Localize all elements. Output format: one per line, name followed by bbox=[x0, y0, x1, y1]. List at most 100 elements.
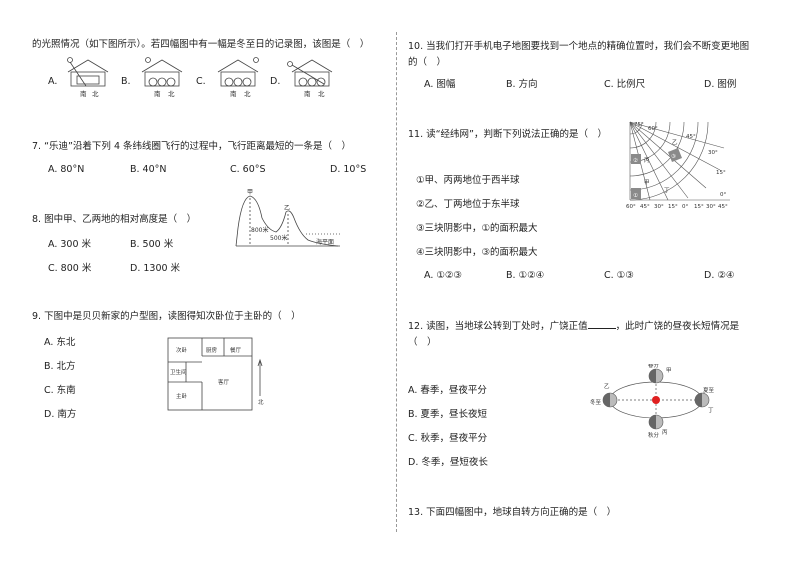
q12-label-dongzhi: 冬至 bbox=[590, 398, 602, 406]
q11-label-bing: 丙 bbox=[644, 157, 650, 164]
q11-mark-region-1: ① bbox=[633, 193, 638, 199]
q11-graticule-figure: 75° 60° 45° 30° 15° 0° 60° 45° 30° 15° 0… bbox=[626, 121, 730, 210]
q11-statement-4: ④三块阴影中，③的面积最大 bbox=[416, 247, 538, 258]
q10-option-b[interactable]: B. 方向 bbox=[506, 79, 538, 90]
q12-option-d[interactable]: D. 冬季，昼短夜长 bbox=[408, 457, 488, 468]
q11-lon-label-4: 15° bbox=[668, 204, 678, 210]
q6-house-b bbox=[141, 57, 183, 87]
q11-lon-label-6: 15° bbox=[694, 204, 704, 210]
q10-option-a[interactable]: A. 图幅 bbox=[424, 79, 456, 90]
q8-label-sea: 海平面 bbox=[316, 238, 334, 246]
q8-terrain-profile bbox=[235, 195, 339, 247]
q12-question-line1: 12. 读图，当地球公转到丁处时，广饶正值 ，此时广饶的昼夜长短情况是 bbox=[408, 318, 739, 332]
q11-lat-label-30: 30° bbox=[708, 150, 718, 156]
q11-label-jia: 甲 bbox=[644, 179, 650, 186]
q8-option-d[interactable]: D. 1300 米 bbox=[130, 263, 181, 274]
q6-label-south-a: 南 bbox=[80, 89, 87, 98]
q6-label-north-b: 北 bbox=[168, 90, 175, 98]
q11-lat-label-0: 0° bbox=[720, 192, 726, 198]
q12-label-bing: 丙 bbox=[662, 429, 668, 436]
q11-label-ding: 丁 bbox=[664, 187, 670, 194]
q6-intro: 的光照情况（如下图所示）。若四幅图中有一幅是冬至日的记录图，该图是（ ） bbox=[32, 39, 370, 50]
q12-label-xiazhi: 夏至 bbox=[703, 387, 715, 394]
q9-option-c[interactable]: C. 东南 bbox=[44, 385, 76, 396]
q13-question: 13. 下面四幅图中，地球自转方向正确的是（ ） bbox=[408, 507, 617, 518]
q10-option-d[interactable]: D. 图例 bbox=[704, 79, 737, 90]
column-divider bbox=[396, 32, 397, 532]
q6-house-figures: 南 北 南 北 南 北 南 北 bbox=[67, 57, 333, 98]
q11-lon-label-5: 0° bbox=[682, 204, 688, 210]
q9-option-d[interactable]: D. 南方 bbox=[44, 409, 77, 420]
q11-option-d[interactable]: D. ②④ bbox=[704, 270, 735, 281]
q11-shade-region-2 bbox=[631, 154, 641, 164]
q11-question: 11. 读“经纬网”，判断下列说法正确的是（ ） bbox=[408, 129, 607, 140]
q12-sun bbox=[652, 396, 660, 404]
q6-option-b-label[interactable]: B. bbox=[121, 76, 131, 87]
q10-question-line1: 10. 当我们打开手机电子地图要找到一个地点的精确位置时，我们会不断变更地图 bbox=[408, 41, 750, 52]
q12-option-b[interactable]: B. 夏季，昼长夜短 bbox=[408, 409, 488, 420]
q11-lon-label-1: 60° bbox=[626, 204, 636, 210]
q6-label-north-a: 北 bbox=[92, 90, 99, 98]
q6-house-d bbox=[287, 59, 333, 87]
q8-option-a[interactable]: A. 300 米 bbox=[48, 239, 92, 250]
q6-option-c-label[interactable]: C. bbox=[196, 76, 206, 87]
q6-house-c bbox=[217, 57, 259, 87]
q6-label-south-d: 南 bbox=[304, 89, 311, 98]
q6-label-north-d: 北 bbox=[318, 90, 325, 98]
q7-option-d[interactable]: D. 10°S bbox=[330, 164, 367, 175]
q6-option-a-label[interactable]: A. bbox=[48, 76, 58, 87]
q11-lat-label-60: 60° bbox=[648, 126, 658, 132]
q7-option-a[interactable]: A. 80°N bbox=[48, 164, 85, 175]
q9-label-cibed: 次卧 bbox=[176, 346, 188, 354]
q12-question-line2: （ ） bbox=[408, 337, 437, 348]
q11-statement-1: ①甲、丙两地位于西半球 bbox=[416, 175, 520, 186]
q10-option-c[interactable]: C. 比例尺 bbox=[604, 79, 646, 90]
q9-option-b[interactable]: B. 北方 bbox=[44, 361, 76, 372]
q6-house-a bbox=[67, 57, 109, 87]
q8-option-b[interactable]: B. 500 米 bbox=[130, 239, 174, 250]
q11-shade-region-1 bbox=[631, 188, 641, 199]
q11-lon-label-8: 45° bbox=[718, 204, 728, 210]
q11-option-c[interactable]: C. ①③ bbox=[604, 270, 634, 281]
q12-label-chunfen: 春分 bbox=[648, 364, 660, 369]
q9-floorplan-figure: 次卧 厨房 餐厅 卫生间 客厅 主卧 北 bbox=[167, 337, 264, 411]
q11-option-b[interactable]: B. ①②④ bbox=[506, 270, 545, 281]
q12-orbit-figure: 乙 甲 丁 丙 冬至 春分 夏至 秋分 bbox=[590, 364, 715, 438]
q11-lat-label-15: 15° bbox=[716, 170, 726, 176]
q11-statement-3: ③三块阴影中，①的面积最大 bbox=[416, 223, 538, 234]
q6-option-d-label[interactable]: D. bbox=[270, 76, 281, 87]
q11-shade-region-3 bbox=[668, 148, 682, 162]
q12-line1-end: ，此时广饶的昼夜长短情况是 bbox=[615, 321, 740, 332]
q12-answer-blank[interactable] bbox=[587, 319, 616, 329]
q8-label-jia: 甲 bbox=[247, 189, 253, 196]
q12-option-a[interactable]: A. 春季，昼夜平分 bbox=[408, 385, 487, 396]
q9-option-a[interactable]: A. 东北 bbox=[44, 337, 76, 348]
q8-elevation-figure: 甲 乙 800米 500米 海平面 bbox=[235, 189, 340, 247]
q8-label-800: 800米 bbox=[251, 226, 268, 234]
q7-option-c[interactable]: C. 60°S bbox=[230, 164, 266, 175]
q8-label-yi: 乙 bbox=[284, 205, 290, 212]
q9-label-kitchen: 厨房 bbox=[206, 346, 218, 354]
q11-lon-label-3: 30° bbox=[654, 204, 664, 210]
q8-question: 8. 图中甲、乙两地的相对高度是（ ） bbox=[32, 214, 197, 225]
q12-line1-start: 12. 读图，当地球公转到丁处时，广饶正值 bbox=[408, 321, 588, 332]
q11-mark-region-3: ③ bbox=[671, 154, 676, 160]
q11-statement-2: ②乙、丁两地位于东半球 bbox=[416, 199, 520, 210]
q12-label-ding: 丁 bbox=[708, 407, 714, 414]
q9-label-dining: 餐厅 bbox=[230, 346, 242, 354]
q6-label-south-c: 南 bbox=[230, 89, 237, 98]
q11-lat-label-75: 75° bbox=[634, 122, 644, 128]
q12-label-qiufen: 秋分 bbox=[648, 431, 660, 438]
q12-option-c[interactable]: C. 秋季，昼夜平分 bbox=[408, 433, 488, 444]
q9-label-north: 北 bbox=[258, 398, 264, 406]
q11-label-yi: 乙 bbox=[672, 139, 678, 146]
q12-label-jia: 甲 bbox=[666, 367, 672, 374]
q11-lon-label-7: 30° bbox=[706, 204, 716, 210]
q11-option-a[interactable]: A. ①②③ bbox=[424, 270, 462, 281]
q11-lon-label-2: 45° bbox=[640, 204, 650, 210]
q8-option-c[interactable]: C. 800 米 bbox=[48, 263, 92, 274]
q7-option-b[interactable]: B. 40°N bbox=[130, 164, 167, 175]
q10-question-line2: 的（ ） bbox=[408, 57, 447, 68]
q12-label-yi: 乙 bbox=[604, 383, 610, 390]
q9-label-bath: 卫生间 bbox=[170, 368, 187, 376]
